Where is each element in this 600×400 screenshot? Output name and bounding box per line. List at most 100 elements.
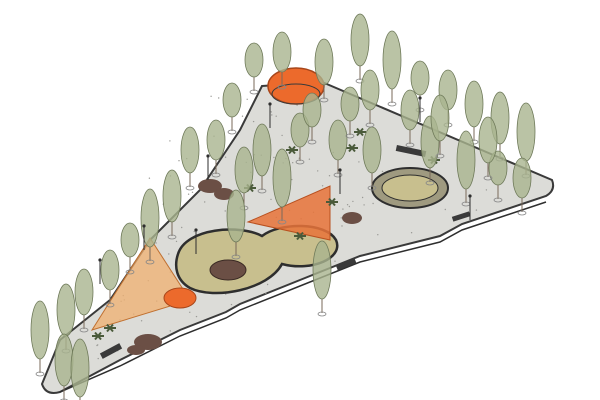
stepping-stone (127, 345, 145, 355)
gravel-dot (317, 170, 319, 172)
tree-pit (365, 122, 375, 128)
tree (70, 338, 90, 400)
gravel-dot (281, 134, 283, 137)
tree-pit (319, 97, 329, 103)
round-kiosk (209, 259, 247, 281)
oval-lawn-center (381, 174, 439, 202)
tree-canopy (400, 89, 420, 131)
tree-canopy (516, 102, 536, 162)
trees (30, 13, 536, 400)
tree (430, 94, 450, 159)
palm (326, 197, 338, 207)
light-pole (468, 194, 472, 220)
gravel-dot (252, 120, 255, 123)
palm (104, 323, 116, 333)
gravel-dot (340, 217, 342, 219)
tree-canopy (362, 126, 382, 174)
tree (290, 112, 310, 165)
tree-pit (145, 259, 155, 265)
tree-canopy (162, 169, 182, 223)
tree-canopy (30, 300, 50, 360)
tree-pit (277, 219, 287, 225)
tree-canopy (56, 283, 76, 337)
tree-canopy (290, 112, 310, 148)
gravel-dot (346, 204, 349, 206)
gravel-dot (348, 205, 351, 208)
oval-lawn (371, 167, 449, 209)
tree (252, 123, 272, 194)
gravel-dot (328, 175, 331, 177)
gravel-dot (377, 234, 379, 236)
tree (272, 31, 292, 90)
tree-canopy (456, 130, 476, 190)
light-pole (142, 224, 146, 250)
gravel-dot (181, 226, 183, 229)
tree-pit (79, 327, 89, 333)
pole-lamp (98, 258, 102, 262)
gravel-dot (97, 357, 99, 360)
light-pole (338, 168, 342, 194)
gravel-dot (224, 156, 227, 158)
tree (222, 82, 242, 135)
tree-pit (435, 153, 445, 159)
tree-canopy (360, 69, 380, 111)
tree-canopy (314, 38, 334, 86)
gravel-dot (218, 97, 220, 99)
palm-frond (331, 197, 336, 203)
plaza-curb (59, 201, 547, 393)
bench (99, 343, 123, 359)
gravel-dot (175, 240, 178, 243)
gravel-dot (195, 315, 198, 318)
tree-canopy (464, 80, 484, 128)
tree-canopy (234, 146, 254, 194)
tree (312, 240, 332, 317)
gravel-dot (444, 208, 446, 211)
pole-lamp (194, 228, 198, 232)
tree (400, 89, 420, 148)
gravel-dot (168, 253, 170, 255)
gravel-dot (273, 156, 275, 159)
tree-pit (307, 139, 317, 145)
tree-canopy (512, 157, 532, 199)
gravel-dot (358, 161, 360, 163)
tree-pit (483, 175, 493, 181)
palm (286, 145, 298, 155)
tree-canopy (350, 13, 370, 67)
tree (30, 300, 50, 377)
gravel-dot (148, 177, 151, 179)
light-pole (98, 258, 102, 284)
tree-pit (517, 210, 527, 216)
tree-canopy (430, 94, 450, 142)
tree-pit (277, 84, 287, 90)
tree (478, 116, 498, 181)
gravel-dot (291, 178, 293, 181)
tree-pit (249, 89, 259, 95)
stepping-stone (198, 179, 222, 193)
palm (346, 143, 358, 153)
bench (335, 258, 357, 271)
gravel-dot (169, 140, 171, 142)
small-dome-pavilion (163, 287, 197, 309)
tree (302, 92, 322, 145)
tree (360, 69, 380, 128)
pole-lamp (268, 102, 272, 106)
tree-canopy (252, 123, 272, 177)
tree-canopy (488, 150, 508, 186)
tree (162, 169, 182, 240)
tree-pit (125, 269, 135, 275)
gravel-dot (342, 208, 344, 210)
tree (340, 86, 360, 139)
gravel-dot (155, 242, 157, 244)
gravel-dot (193, 230, 195, 233)
gravel-dot (275, 115, 277, 117)
tree (328, 119, 348, 178)
tree-pit (405, 142, 415, 148)
gravel-dot (321, 185, 324, 187)
tree (180, 126, 200, 191)
tree-canopy (222, 82, 242, 118)
gravel-dot (308, 158, 311, 160)
tree (226, 189, 246, 260)
tree (382, 30, 402, 107)
tree-canopy (312, 240, 332, 300)
